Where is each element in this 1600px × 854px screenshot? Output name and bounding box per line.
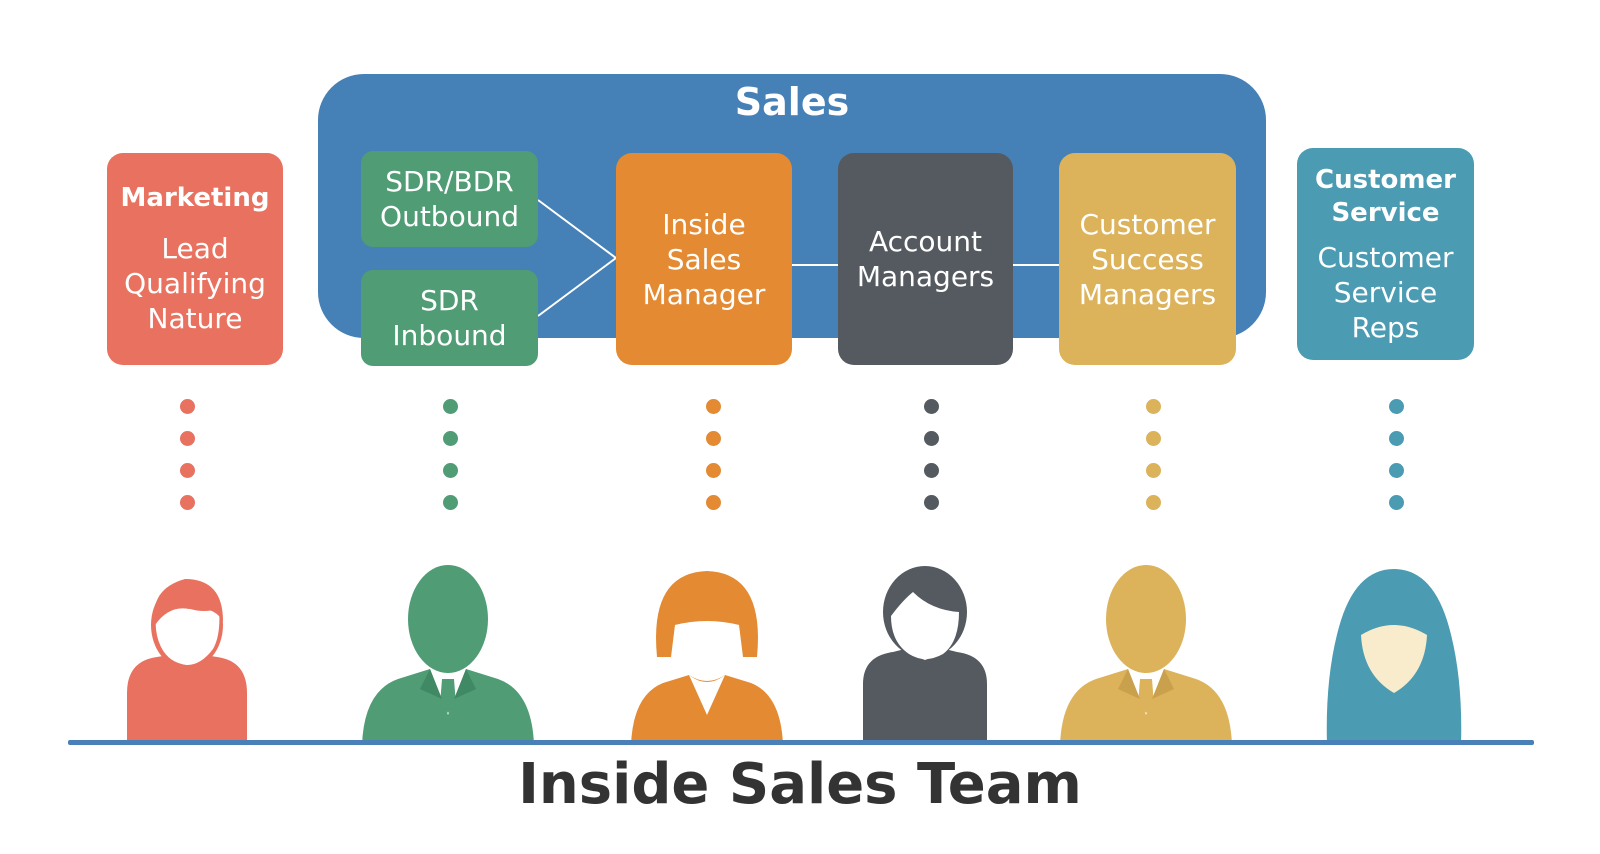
dot — [1389, 431, 1404, 446]
dot — [924, 431, 939, 446]
customer-service-body-line-3: Reps — [1351, 310, 1420, 344]
dot — [443, 495, 458, 510]
man-with-tie-icon — [362, 565, 534, 745]
customer-service-title-line-1: Customer — [1315, 164, 1456, 195]
marketing-box: Marketing Lead Qualifying Nature — [107, 153, 283, 365]
sdr-outbound-line-2: Outbound — [380, 200, 519, 233]
sdr-inbound-line-1: SDR — [420, 284, 479, 317]
customer-success-line-3: Managers — [1078, 277, 1217, 311]
sdr-inbound-box: SDR Inbound — [361, 270, 538, 366]
dot — [1146, 399, 1161, 414]
dot — [443, 431, 458, 446]
dot — [924, 495, 939, 510]
man-with-tie-icon — [1060, 565, 1232, 745]
sdr-outbound-box: SDR/BDR Outbound — [361, 151, 538, 247]
marketing-body-line-1: Lead — [161, 232, 229, 265]
dot — [180, 431, 195, 446]
sdr-outbound-line-1: SDR/BDR — [385, 165, 514, 198]
customer-success-line-1: Customer — [1079, 207, 1216, 241]
woman-short-hair-icon — [127, 579, 247, 745]
woman-bob-hair-icon — [631, 571, 783, 745]
dot — [706, 399, 721, 414]
woman-long-hair-icon — [1326, 569, 1462, 745]
dot — [1389, 463, 1404, 478]
inside-sales-manager-line-1: Inside — [662, 207, 746, 241]
marketing-body-line-2: Qualifying — [124, 267, 266, 300]
marketing-body-line-3: Nature — [147, 302, 243, 335]
dot — [924, 463, 939, 478]
woman-dark-hair-icon — [863, 566, 987, 740]
dot — [1146, 495, 1161, 510]
dot — [443, 463, 458, 478]
inside-sales-manager-line-3: Manager — [642, 277, 766, 311]
connector-outbound-to-manager — [537, 199, 617, 259]
dot — [1146, 463, 1161, 478]
dot — [706, 495, 721, 510]
customer-success-box: Customer Success Managers — [1059, 153, 1236, 365]
dot — [180, 399, 195, 414]
customer-service-title-line-2: Service — [1331, 197, 1440, 228]
dot — [1389, 495, 1404, 510]
inside-sales-manager-line-2: Sales — [666, 242, 742, 276]
sales-group-title: Sales — [734, 80, 850, 124]
dot — [443, 399, 458, 414]
baseline — [68, 740, 1534, 745]
marketing-title: Marketing — [120, 183, 270, 213]
account-managers-line-1: Account — [868, 225, 983, 258]
dot — [924, 399, 939, 414]
connector-inbound-to-manager — [537, 257, 617, 317]
customer-service-body-line-2: Service — [1333, 275, 1438, 309]
customer-service-body-line-1: Customer — [1317, 240, 1454, 274]
account-managers-box: Account Managers — [838, 153, 1013, 365]
dot — [706, 463, 721, 478]
dot — [706, 431, 721, 446]
dot — [180, 463, 195, 478]
customer-service-box: Customer Service Customer Service Reps — [1297, 148, 1474, 360]
dot — [1146, 431, 1161, 446]
sdr-inbound-line-2: Inbound — [392, 319, 507, 352]
footer-title: Inside Sales Team — [518, 752, 1082, 817]
inside-sales-manager-box: Inside Sales Manager — [616, 153, 792, 365]
dot — [180, 495, 195, 510]
customer-success-line-2: Success — [1091, 242, 1204, 276]
dot — [1389, 399, 1404, 414]
account-managers-line-2: Managers — [856, 260, 995, 293]
